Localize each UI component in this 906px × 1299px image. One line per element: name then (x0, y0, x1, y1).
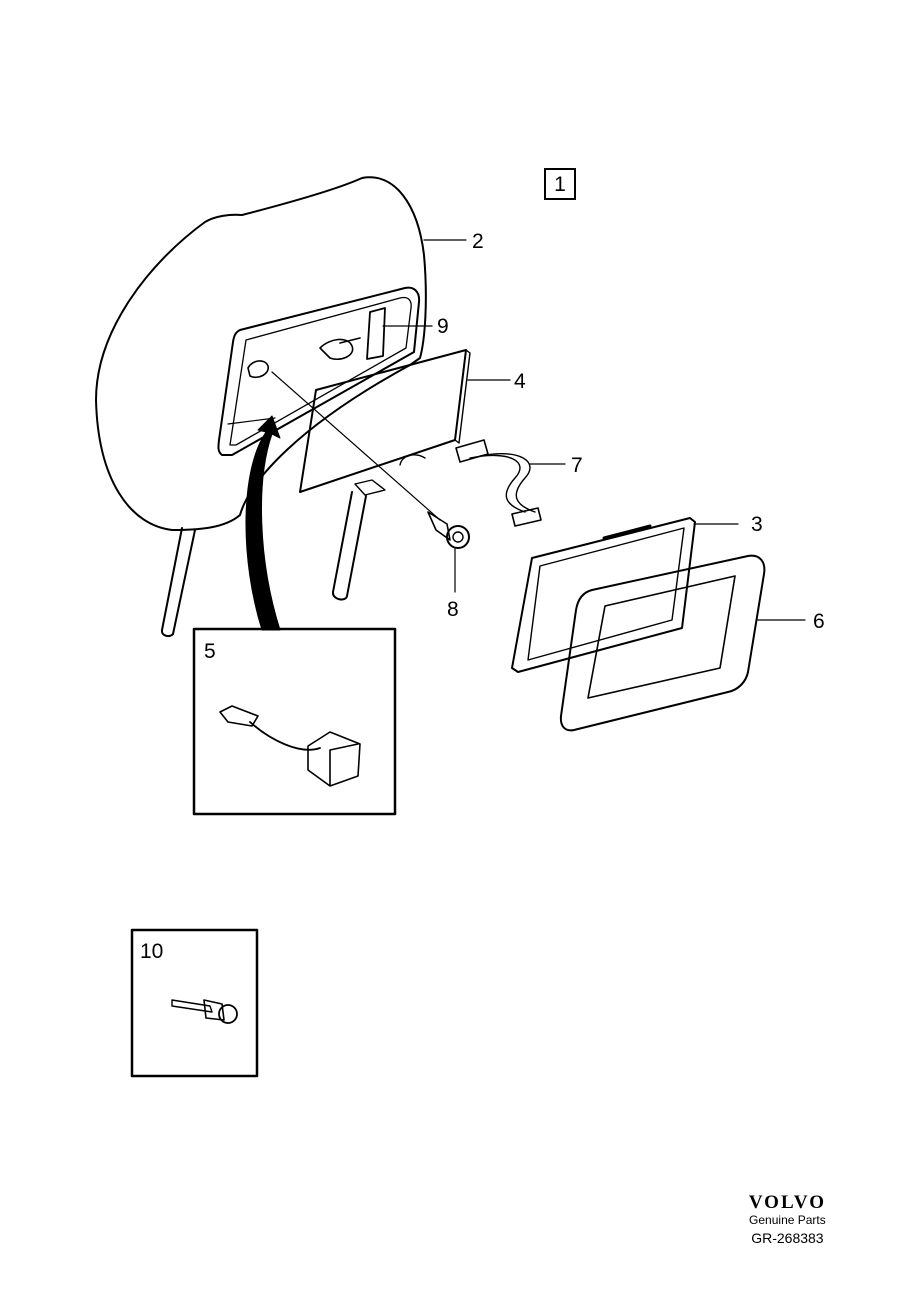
ribbon-connector-top (455, 439, 489, 463)
display-unit-inner (527, 527, 685, 661)
screw-dashline (271, 371, 441, 521)
callout-4: 4 (514, 370, 526, 393)
arrow-to-headrest (245, 415, 281, 631)
callout-7: 7 (571, 454, 583, 477)
right-guide-post (332, 491, 367, 601)
ribbon-cable-2 (479, 452, 536, 513)
headrest-recess-inner (229, 296, 412, 446)
screen-panel-edge (454, 349, 471, 444)
clip-upper-left (247, 360, 269, 379)
callout-8: 8 (447, 598, 459, 621)
headrest-recess (217, 286, 421, 456)
left-guide-post (160, 527, 196, 638)
screw-head-inner (452, 531, 464, 543)
detail-box-10 (130, 928, 259, 1078)
fastener-pin (171, 999, 213, 1013)
callout-5: 5 (204, 640, 216, 663)
connector-plug (219, 705, 259, 727)
panel-tab (354, 479, 386, 496)
brand-logo: VOLVO (748, 1192, 826, 1213)
display-unit (511, 517, 696, 673)
connector-block (307, 731, 361, 787)
callout-10: 10 (140, 940, 163, 963)
ribbon-connector-bottom (511, 507, 542, 527)
screw-body (427, 511, 451, 541)
clip-small-left (319, 337, 361, 361)
screw-head (446, 525, 470, 549)
brand-subtitle: Genuine Parts (749, 1213, 826, 1227)
connector-wire (249, 721, 321, 751)
display-top-tab (602, 524, 652, 540)
ribbon-cable (469, 454, 526, 513)
callout-2: 2 (472, 230, 484, 253)
callout-3: 3 (751, 513, 763, 536)
screen-panel (299, 349, 467, 493)
group-label-box: 1 (544, 168, 576, 200)
clip-part-9 (366, 307, 386, 360)
frame-outer (559, 554, 766, 732)
callout-6: 6 (813, 610, 825, 633)
callout-9: 9 (437, 315, 449, 338)
fastener-body (203, 999, 225, 1021)
headrest-outline (95, 176, 427, 531)
recess-line (227, 417, 276, 425)
detail-box-5 (192, 627, 397, 816)
footer-brand: VOLVO Genuine Parts GR-268383 (749, 1193, 826, 1248)
screen-panel-notch (399, 454, 426, 466)
frame-inner (587, 575, 736, 699)
fastener-head (218, 1004, 238, 1024)
diagram-code: GR-268383 (751, 1230, 824, 1246)
